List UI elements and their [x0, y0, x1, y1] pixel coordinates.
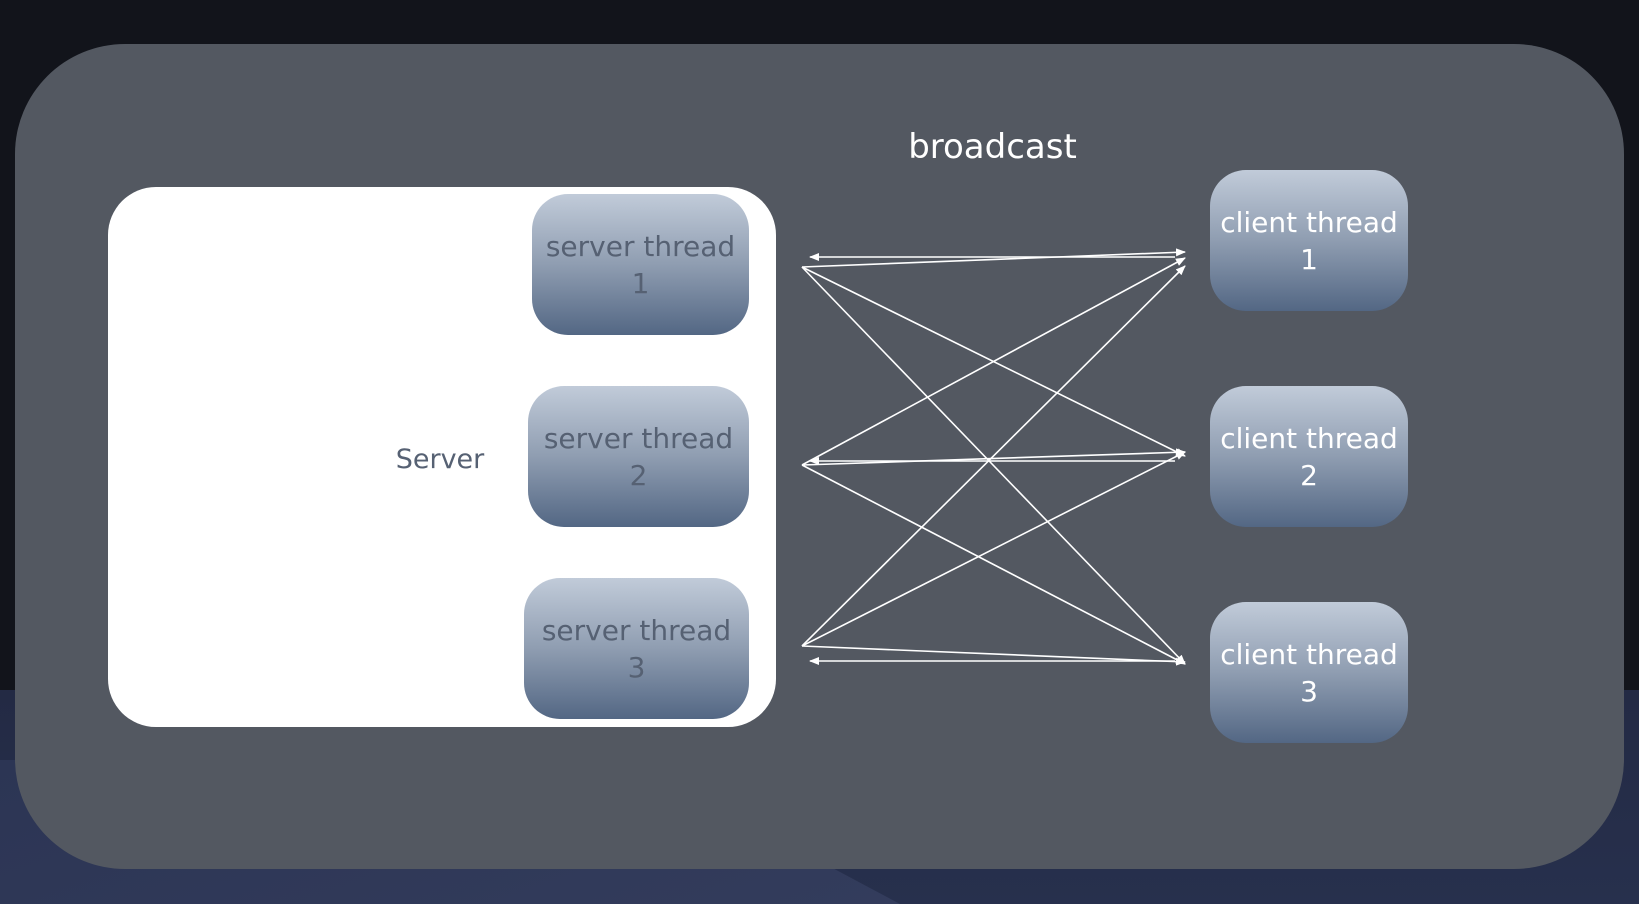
edge-s3-to-c1 [801, 265, 1186, 647]
edge-s1-to-c1 [801, 248, 1186, 268]
edge-s3-to-c2 [801, 451, 1186, 647]
client-thread-3-label: client thread 3 [1220, 637, 1398, 708]
edge-s2-to-c2 [801, 448, 1186, 466]
edge-s2-to-c3 [801, 464, 1186, 665]
diagram-title: broadcast [908, 127, 1077, 167]
server-thread-3-node: server thread 3 [524, 578, 749, 719]
server-thread-2-label: server thread 2 [543, 421, 734, 492]
client-thread-3-node: client thread 3 [1210, 602, 1408, 743]
client-thread-1-label: client thread 1 [1220, 205, 1398, 276]
client-thread-2-node: client thread 2 [1210, 386, 1408, 527]
server-label: Server [395, 444, 485, 475]
broadcast-edges [801, 248, 1186, 666]
server-thread-3-label: server thread 3 [541, 613, 732, 684]
server-thread-2-node: server thread 2 [528, 386, 749, 527]
client-thread-2-label: client thread 2 [1220, 421, 1398, 492]
edge-s2-to-c1 [801, 257, 1186, 466]
server-thread-1-label: server thread 1 [545, 229, 736, 300]
edge-s1-to-c3 [801, 266, 1186, 665]
edge-s3-to-c3 [801, 645, 1186, 666]
server-thread-1-node: server thread 1 [532, 194, 749, 335]
client-thread-1-node: client thread 1 [1210, 170, 1408, 311]
